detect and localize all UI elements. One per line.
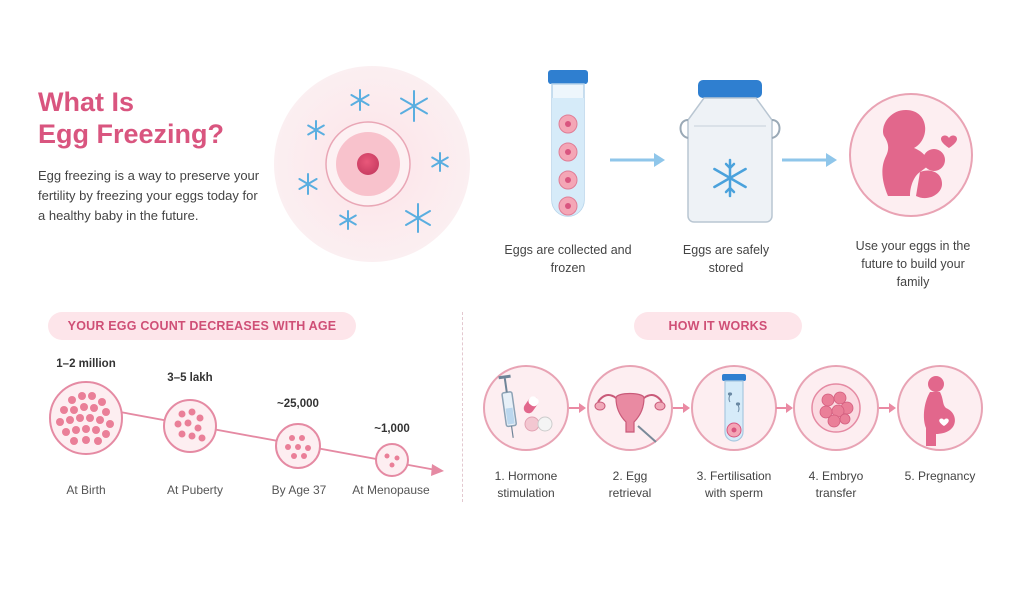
arrow-right-icon — [610, 153, 665, 167]
pregnant-woman-icon — [897, 365, 983, 451]
process-caption-3: Use your eggs in the future to build you… — [855, 239, 971, 289]
step-arrow-icon — [776, 403, 793, 413]
intro-description: Egg freezing is a way to preserve your f… — [38, 168, 260, 223]
page-title: What Is Egg Freezing? — [38, 86, 278, 150]
section-divider — [462, 312, 463, 502]
test-tube-icon — [548, 70, 588, 217]
step-3-label: 3. Fertilisation with sperm — [696, 469, 772, 500]
egg-count-birth: 1–2 million — [56, 358, 116, 370]
step-arrow-icon — [569, 403, 586, 413]
storage-container-icon — [679, 80, 781, 223]
egg-count-decline-chart — [49, 381, 444, 477]
heart-icon — [941, 135, 957, 148]
title-line-2: Egg Freezing? — [38, 119, 225, 149]
mother-baby-icon — [849, 93, 973, 217]
egg-nucleus — [357, 153, 379, 175]
how-it-works-heading: HOW IT WORKS — [634, 312, 802, 340]
age-label-birth: At Birth — [66, 483, 106, 497]
snowflake-icon — [713, 158, 747, 198]
egg-count-puberty: 3–5 lakh — [167, 372, 213, 384]
age-label-puberty: At Puberty — [166, 483, 224, 497]
snowflake-icon — [298, 89, 449, 233]
embryo-icon — [793, 365, 879, 451]
heart-icon — [939, 418, 949, 426]
process-caption-1: Eggs are collected and frozen — [504, 243, 632, 275]
step-2-label: 2. Egg retrieval — [608, 469, 652, 500]
step-arrow-icon — [673, 403, 690, 413]
egg-cluster-puberty — [163, 399, 217, 453]
syringe-icon — [483, 365, 569, 451]
step-4-label: 4. Embryo transfer — [808, 469, 864, 500]
uterus-icon — [587, 365, 673, 451]
egg-count-menopause: ~1,000 — [374, 423, 410, 435]
egg-count-heading: YOUR EGG COUNT DECREASES WITH AGE — [48, 312, 356, 340]
frozen-egg-illustration — [274, 66, 470, 262]
process-caption-2: Eggs are safely stored — [682, 243, 770, 275]
age-label-menopause: At Menopause — [352, 483, 430, 497]
egg-cluster-menopause — [375, 443, 409, 477]
egg-count-age-37: ~25,000 — [277, 398, 319, 410]
arrow-right-icon — [782, 153, 837, 167]
step-1-label: 1. Hormone stimulation — [494, 469, 558, 500]
step-5-label: 5. Pregnancy — [904, 469, 976, 483]
test-tube-sperm-icon — [691, 365, 777, 451]
step-arrow-icon — [879, 403, 896, 413]
title-line-1: What Is — [38, 87, 135, 117]
age-label-age-37: By Age 37 — [271, 483, 327, 497]
